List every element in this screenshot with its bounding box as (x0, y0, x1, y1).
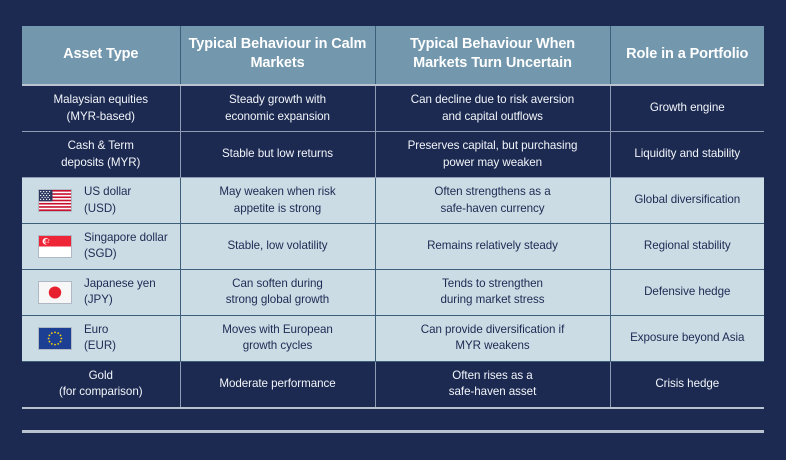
cell-uncertain-markets-text: Often rises as a safe-haven asset (448, 368, 537, 399)
cell-uncertain-markets-text: Can decline due to risk aversion and cap… (410, 93, 575, 123)
cell-calm-markets-text: Steady growth with economic expansion (225, 93, 330, 123)
bottom-divider (22, 430, 764, 433)
cell-uncertain-markets: Can provide diversification if MYR weake… (375, 315, 611, 362)
table-row: US dollar (USD) May weaken when risk appe… (22, 177, 764, 224)
singapore-flag-icon (38, 234, 72, 258)
cell-uncertain-markets-text: Preserves capital, but purchasing power … (407, 139, 578, 169)
japan-flag-icon (38, 280, 72, 304)
asset-type-content: Euro (EUR) (38, 322, 171, 355)
cell-uncertain-markets-text: Remains relatively steady (427, 239, 558, 253)
asset-type-label: US dollar (USD) (84, 185, 132, 215)
cell-portfolio-role-text: Crisis hedge (655, 376, 720, 390)
cell-calm-markets: Steady growth with economic expansion (180, 85, 376, 133)
cell-uncertain-markets-text: Often strengthens as a safe-haven curren… (434, 185, 551, 215)
cell-calm-markets-text: May weaken when risk appetite is strong (219, 185, 336, 215)
cell-portfolio-role: Regional stability (610, 223, 764, 270)
cell-asset-type: Japanese yen (JPY) (22, 269, 181, 316)
cell-uncertain-markets: Preserves capital, but purchasing power … (375, 131, 611, 179)
cell-uncertain-markets: Tends to strengthen during market stress (375, 269, 611, 316)
table-row: Japanese yen (JPY) Can soften during stro… (22, 269, 764, 316)
cell-calm-markets-text: Stable, low volatility (227, 239, 328, 253)
cell-portfolio-role-text: Exposure beyond Asia (630, 331, 745, 344)
asset-type-content: Singapore dollar (SGD) (38, 230, 171, 263)
cell-uncertain-markets: Can decline due to risk aversion and cap… (375, 85, 611, 133)
table-header-row: Asset Type Typical Behaviour in Calm Mar… (22, 26, 764, 86)
cell-calm-markets: Can soften during strong global growth (180, 269, 376, 316)
table-row: Gold (for comparison) Moderate performanc… (22, 361, 764, 409)
table-row: Euro (EUR) Moves with European growth cyc… (22, 315, 764, 362)
asset-type-content: Japanese yen (JPY) (38, 276, 171, 309)
cell-calm-markets: Moderate performance (180, 361, 376, 409)
asset-type-label: Singapore dollar (SGD) (84, 230, 168, 261)
cell-uncertain-markets-text: Can provide diversification if MYR weake… (420, 322, 565, 353)
asset-type-content: Malaysian equities (MYR-based) (31, 92, 171, 125)
cell-uncertain-markets: Remains relatively steady (375, 223, 611, 270)
cell-portfolio-role-text: Global diversification (634, 193, 741, 207)
column-header-uncertain-markets: Typical Behaviour When Markets Turn Unce… (375, 26, 611, 86)
asset-comparison-table: Asset Type Typical Behaviour in Calm Mar… (22, 26, 764, 409)
cell-portfolio-role: Defensive hedge (610, 269, 764, 316)
cell-portfolio-role: Global diversification (610, 177, 764, 224)
cell-asset-type: Singapore dollar (SGD) (22, 223, 181, 270)
asset-type-content: US dollar (USD) (38, 184, 171, 217)
cell-asset-type: Euro (EUR) (22, 315, 181, 362)
cell-calm-markets-text: Stable but low returns (221, 147, 334, 161)
cell-uncertain-markets: Often rises as a safe-haven asset (375, 361, 611, 409)
us-flag-icon (38, 189, 72, 213)
cell-uncertain-markets: Often strengthens as a safe-haven curren… (375, 177, 611, 224)
asset-type-label: Cash & Term deposits (MYR) (61, 139, 141, 169)
cell-asset-type: Cash & Term deposits (MYR) (22, 131, 181, 179)
eu-flag-icon (38, 326, 72, 350)
asset-type-label: Gold (for comparison) (58, 368, 143, 399)
asset-type-label: Euro (EUR) (84, 322, 116, 353)
cell-calm-markets-text: Moves with European growth cycles (222, 322, 333, 353)
asset-type-content: Gold (for comparison) (31, 368, 171, 401)
cell-calm-markets: Stable, low volatility (180, 223, 376, 270)
cell-portfolio-role-text: Defensive hedge (644, 285, 731, 299)
cell-asset-type: Gold (for comparison) (22, 361, 181, 409)
asset-type-label: Malaysian equities (MYR-based) (53, 93, 149, 123)
cell-portfolio-role: Exposure beyond Asia (610, 315, 764, 362)
column-header-portfolio-role: Role in a Portfolio (610, 26, 764, 86)
cell-portfolio-role: Growth engine (610, 85, 764, 133)
table-body: Malaysian equities (MYR-based) Steady gro… (22, 85, 764, 409)
cell-calm-markets: Stable but low returns (180, 131, 376, 179)
asset-type-label: Japanese yen (JPY) (84, 276, 156, 307)
column-header-calm-markets: Typical Behaviour in Calm Markets (180, 26, 376, 86)
cell-portfolio-role-text: Liquidity and stability (634, 147, 741, 161)
cell-portfolio-role-text: Growth engine (649, 101, 725, 115)
column-header-asset-type: Asset Type (22, 26, 181, 86)
cell-portfolio-role-text: Regional stability (643, 239, 731, 253)
table-row: Singapore dollar (SGD) Stable, low volati… (22, 223, 764, 270)
cell-asset-type: Malaysian equities (MYR-based) (22, 85, 181, 133)
asset-type-content: Cash & Term deposits (MYR) (31, 138, 171, 171)
cell-calm-markets: May weaken when risk appetite is strong (180, 177, 376, 224)
cell-portfolio-role: Liquidity and stability (610, 131, 764, 179)
table-row: Cash & Term deposits (MYR) Stable but low… (22, 131, 764, 179)
cell-calm-markets: Moves with European growth cycles (180, 315, 376, 362)
cell-asset-type: US dollar (USD) (22, 177, 181, 224)
cell-calm-markets-text: Can soften during strong global growth (225, 276, 330, 307)
table-header: Asset Type Typical Behaviour in Calm Mar… (22, 26, 764, 86)
cell-uncertain-markets-text: Tends to strengthen during market stress (440, 276, 545, 307)
asset-comparison-table-container: Asset Type Typical Behaviour in Calm Mar… (22, 26, 764, 409)
cell-portfolio-role: Crisis hedge (610, 361, 764, 409)
cell-calm-markets-text: Moderate performance (219, 376, 336, 390)
table-row: Malaysian equities (MYR-based) Steady gro… (22, 85, 764, 133)
